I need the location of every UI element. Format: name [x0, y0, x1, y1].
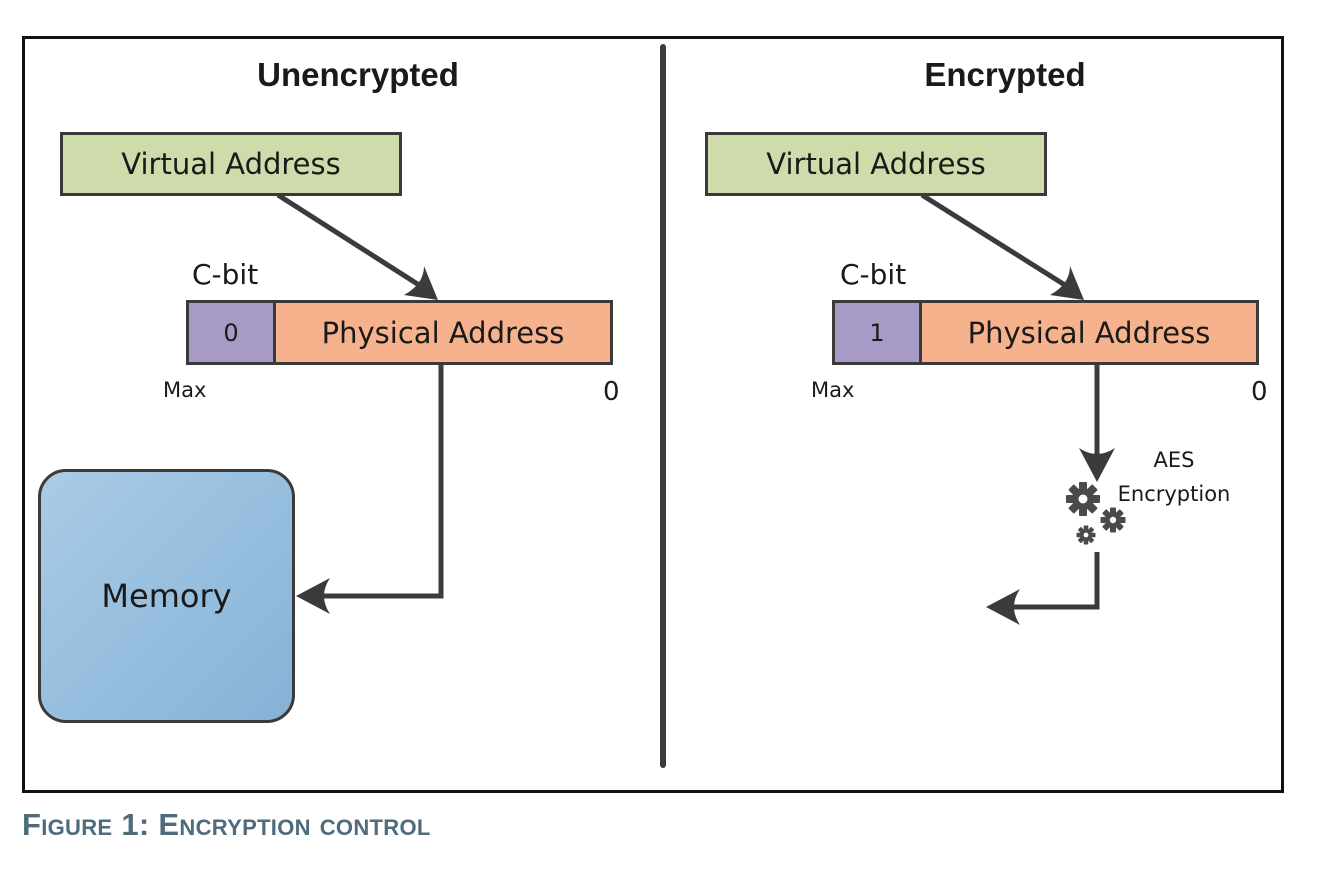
max-label-encrypted: Max — [811, 378, 855, 402]
arrow-pa-to-memory-unencrypted — [296, 363, 444, 614]
c-bit-label-unencrypted: C-bit — [192, 258, 259, 291]
arrow-va-to-pa-unencrypted — [276, 192, 438, 300]
virtual-address-label: Virtual Address — [766, 147, 986, 181]
physical-address-label: Physical Address — [321, 315, 565, 350]
physical-address-register-unencrypted: 0 Physical Address — [186, 300, 613, 365]
physical-address-cell-encrypted: Physical Address — [922, 303, 1256, 362]
aes-encryption-label: AES Encryption — [1108, 443, 1240, 511]
c-bit-value: 1 — [869, 318, 885, 347]
c-bit-label-encrypted: C-bit — [840, 258, 907, 291]
arrow-va-to-pa-encrypted — [920, 192, 1084, 300]
physical-address-register-encrypted: 1 Physical Address — [832, 300, 1259, 365]
aes-label-line2: Encryption — [1117, 482, 1231, 506]
physical-address-label: Physical Address — [967, 315, 1211, 350]
arrow-aes-to-memory — [986, 552, 1100, 625]
arrow-pa-to-aes — [1079, 363, 1115, 482]
virtual-address-label: Virtual Address — [121, 147, 341, 181]
virtual-address-box-unencrypted: Virtual Address — [60, 132, 402, 196]
memory-label: Memory — [101, 577, 232, 615]
zero-label-unencrypted: 0 — [603, 377, 620, 407]
c-bit-cell-encrypted: 1 — [835, 303, 922, 362]
virtual-address-box-encrypted: Virtual Address — [705, 132, 1047, 196]
gears-icon — [1066, 482, 1126, 545]
aes-label-line1: AES — [1153, 448, 1195, 472]
max-label-unencrypted: Max — [163, 378, 207, 402]
figure-frame — [22, 36, 1284, 793]
figure-caption: Figure 1: Encryption control — [22, 807, 431, 842]
panel-title-encrypted: Encrypted — [924, 56, 1086, 93]
panel-title-unencrypted: Unencrypted — [257, 56, 459, 93]
c-bit-cell-unencrypted: 0 — [189, 303, 276, 362]
physical-address-cell-unencrypted: Physical Address — [276, 303, 610, 362]
c-bit-value: 0 — [223, 318, 239, 347]
zero-label-encrypted: 0 — [1251, 377, 1268, 407]
panel-divider — [660, 44, 666, 768]
memory-box-unencrypted: Memory — [38, 469, 295, 723]
